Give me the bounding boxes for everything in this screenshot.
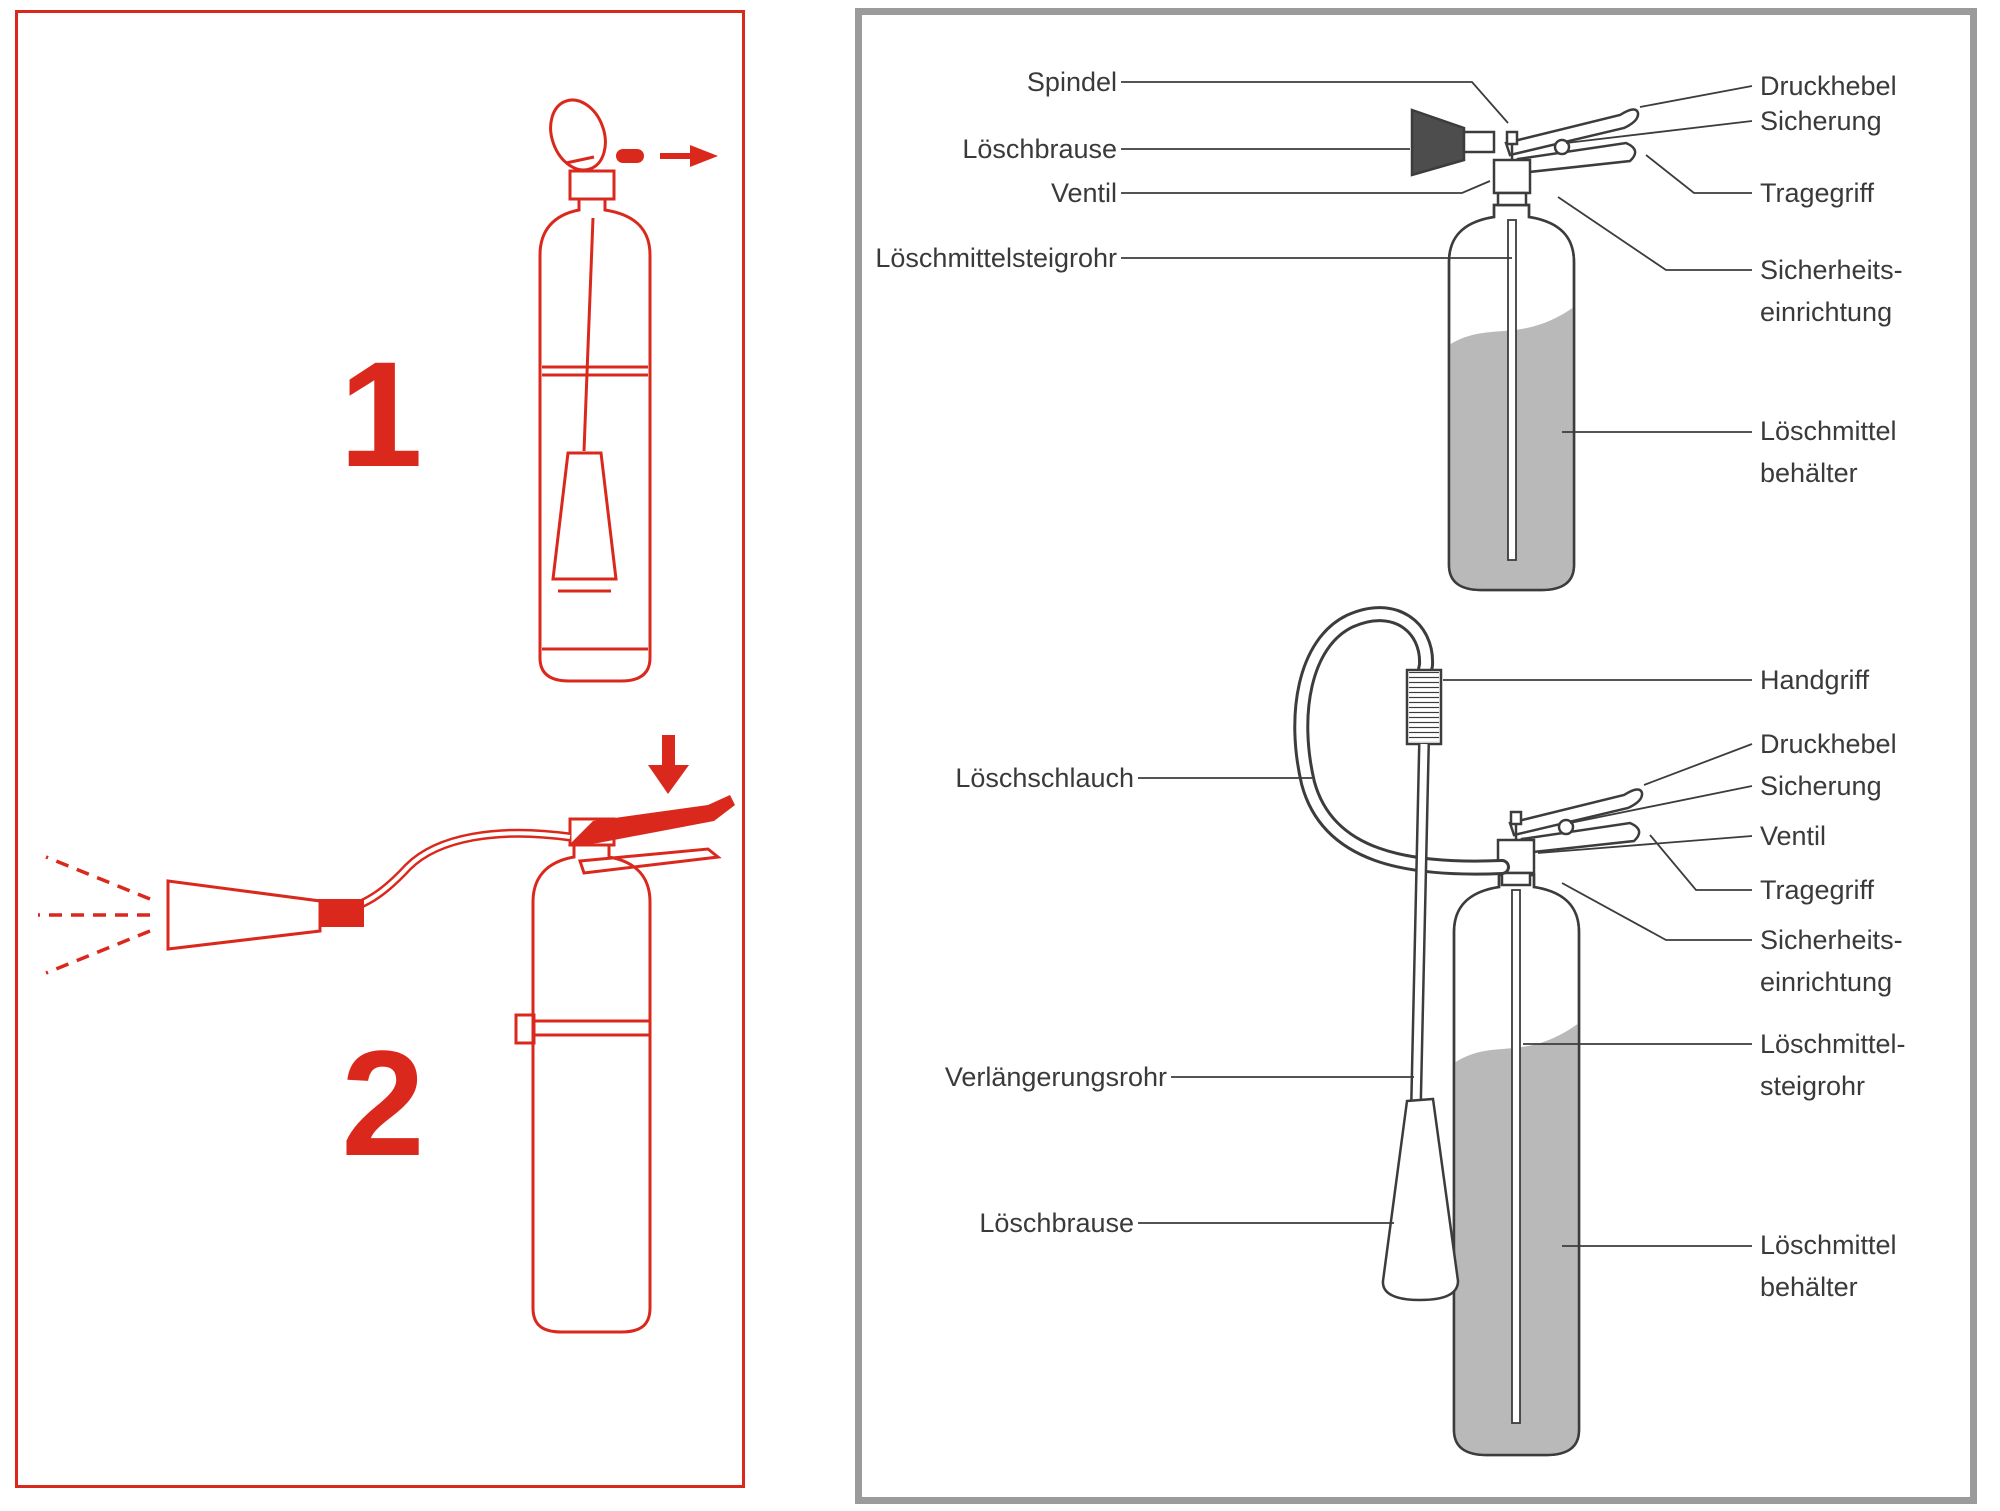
label-druckhebel-bottom: Druckhebel: [1760, 729, 1897, 759]
label-druckhebel-top: Druckhebel: [1760, 71, 1897, 101]
label-spindel-top: Spindel: [1026, 67, 1117, 97]
label-loeschmittelsteigrohr-bottom: Löschmittel- steigrohr: [1760, 1029, 1906, 1101]
label-loeschmittelsteigrohr-top: Löschmittelsteigrohr: [875, 243, 1117, 273]
extinguisher-bottom-drawing: [1293, 606, 1644, 1457]
instructions-panel: 1 2: [15, 10, 745, 1488]
instructions-panel-inner: 1 2: [18, 13, 742, 1485]
safety-pin-icon: [616, 145, 718, 167]
label-sicherung-bottom: Sicherung: [1760, 771, 1882, 801]
label-ventil-top: Ventil: [1050, 178, 1117, 208]
label-sicherheitseinrichtung-bottom: Sicherheits- einrichtung: [1760, 925, 1903, 997]
dip-tube-bottom: [1511, 889, 1521, 1424]
step1-extinguisher-drawing: [538, 98, 718, 683]
label-verlaengerungsrohr-bottom: Verlängerungsrohr: [944, 1062, 1167, 1092]
leader-lines: [1121, 81, 1753, 1247]
label-tragegriff-bottom: Tragegriff: [1760, 875, 1875, 905]
extinguisher-top-drawing: [1410, 108, 1640, 592]
label-ventil-bottom: Ventil: [1760, 821, 1827, 851]
valve-assembly-bottom: [1496, 788, 1644, 887]
label-handgriff-bottom: Handgriff: [1760, 665, 1870, 695]
horn-top: [1410, 108, 1466, 177]
press-down-arrow-icon: [648, 735, 689, 794]
label-loeschbrause-top: Löschbrause: [962, 134, 1117, 164]
usage-steps-drawing: [38, 98, 735, 1334]
label-loeschmittelbehaelter-top: Löschmittel behälter: [1760, 416, 1897, 488]
label-loeschmittelbehaelter-bottom: Löschmittel behälter: [1760, 1230, 1897, 1302]
label-loeschschlauch-bottom: Löschschlauch: [955, 763, 1134, 793]
step2-extinguisher-drawing: [38, 735, 735, 1334]
spray-lines-icon: [38, 855, 151, 975]
diagram-panel-inner: Spindel Löschbrause Ventil Löschmittelst…: [862, 15, 1970, 1497]
diagram-panel: Spindel Löschbrause Ventil Löschmittelst…: [855, 8, 1977, 1504]
label-loeschbrause-bottom: Löschbrause: [979, 1208, 1134, 1238]
label-sicherung-top: Sicherung: [1760, 106, 1882, 136]
label-sicherheitseinrichtung-top: Sicherheits- einrichtung: [1760, 255, 1903, 327]
dip-tube-top: [1507, 219, 1517, 561]
label-tragegriff-top: Tragegriff: [1760, 178, 1875, 208]
horn-bottom: [1381, 1097, 1460, 1302]
valve-assembly-top: [1492, 108, 1640, 207]
step-2-number: 2: [341, 1019, 425, 1187]
extinguisher-diagrams: [1121, 81, 1753, 1457]
step-1-number: 1: [339, 330, 423, 498]
